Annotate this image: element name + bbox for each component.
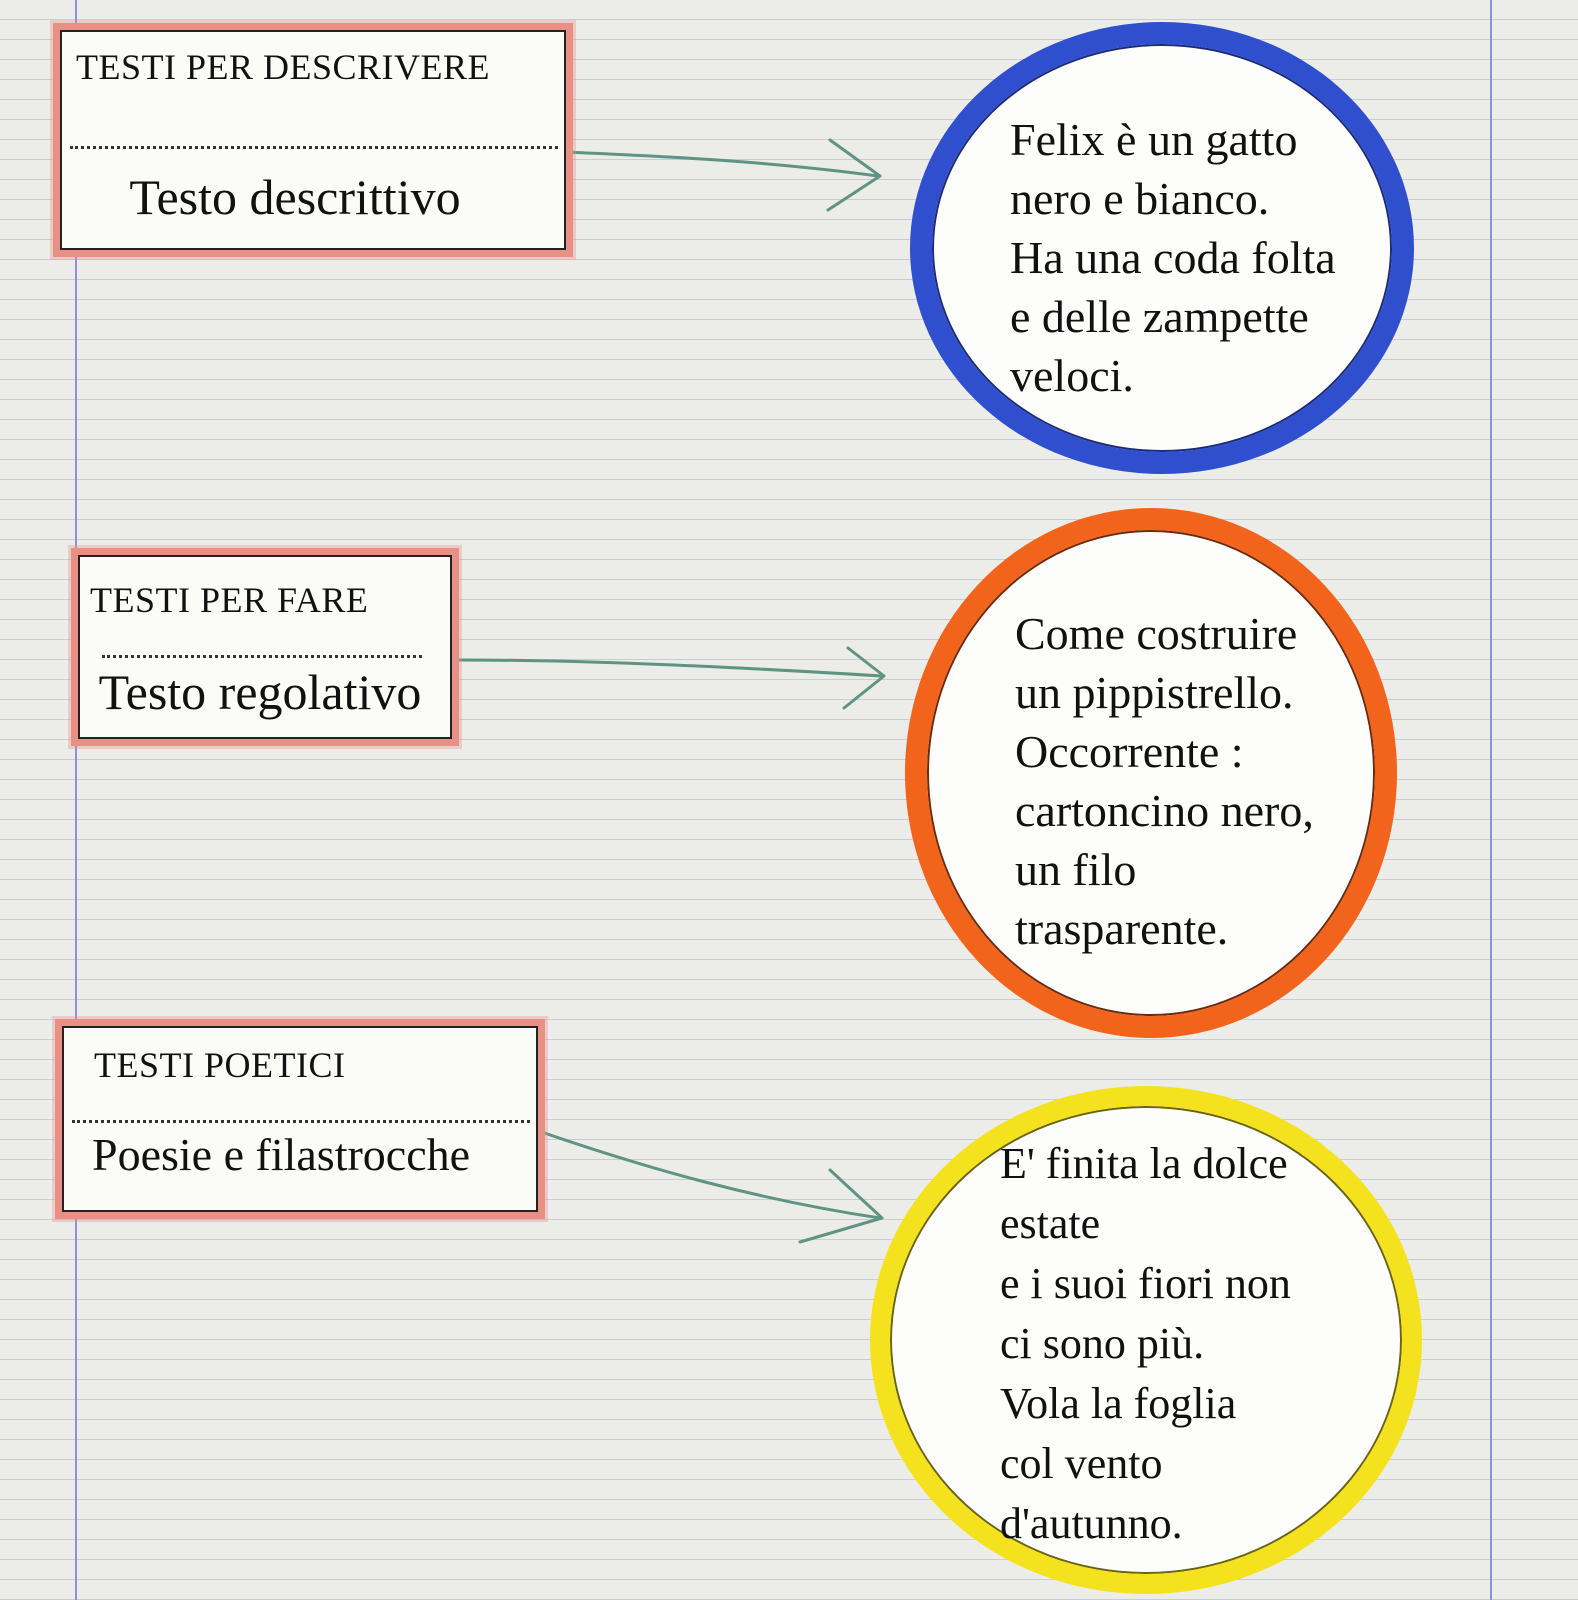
example-line: un pippistrello. xyxy=(1015,667,1294,718)
example-line: Occorrente : xyxy=(1015,726,1244,777)
example-line: Come costruire xyxy=(1015,608,1298,659)
example-line: E' finita la dolce xyxy=(1000,1139,1288,1188)
example-line: veloci. xyxy=(1010,350,1134,401)
text-type-label: Testo descrittivo xyxy=(129,169,461,225)
category-heading: TESTI PER DESCRIVERE xyxy=(76,47,491,87)
example-circle-blue: Felix è un gatto nero e bianco. Ha una c… xyxy=(910,22,1414,474)
example-line: e i suoi fiori non xyxy=(1000,1259,1291,1308)
category-heading: TESTI PER FARE xyxy=(90,580,369,620)
arrow-regolativo xyxy=(458,658,884,678)
example-line: d'autunno. xyxy=(1000,1499,1183,1548)
right-margin-line xyxy=(1490,0,1492,1600)
arrow-poetico xyxy=(528,1126,882,1220)
example-text: E' finita la dolce estate e i suoi fiori… xyxy=(1000,1134,1291,1554)
dotted-divider xyxy=(102,655,422,658)
example-line: ci sono più. xyxy=(1000,1319,1205,1368)
example-line: estate xyxy=(1000,1199,1101,1248)
example-circle-orange: Come costruire un pippistrello. Occorren… xyxy=(905,508,1397,1038)
text-type-label: Testo regolativo xyxy=(98,664,422,720)
text-type-label: Poesie e filastrocche xyxy=(92,1129,471,1180)
example-line: cartoncino nero, xyxy=(1015,785,1314,836)
dotted-divider xyxy=(72,1120,530,1123)
example-text: Felix è un gatto nero e bianco. Ha una c… xyxy=(1010,110,1336,405)
left-margin-line xyxy=(75,0,77,1600)
arrowhead-regolativo xyxy=(842,646,886,710)
category-card-poetici: TESTI POETICI Poesie e filastrocche xyxy=(62,1026,538,1212)
category-card-fare: TESTI PER FARE Testo regolativo xyxy=(78,555,452,739)
example-line: trasparente. xyxy=(1015,903,1229,954)
arrow-descrittivo xyxy=(564,150,880,178)
example-text: Come costruire un pippistrello. Occorren… xyxy=(1015,604,1314,958)
category-heading: TESTI POETICI xyxy=(94,1045,346,1085)
arrowhead-descrittivo xyxy=(826,138,882,212)
category-card-descrivere: TESTI PER DESCRIVERE Testo descrittivo xyxy=(60,30,566,250)
example-circle-yellow: E' finita la dolce estate e i suoi fiori… xyxy=(870,1086,1422,1594)
example-line: col vento xyxy=(1000,1439,1163,1488)
example-line: Vola la foglia xyxy=(1000,1379,1237,1428)
example-line: un filo xyxy=(1015,844,1137,895)
dotted-divider xyxy=(70,146,558,149)
example-line: e delle zampette xyxy=(1010,291,1309,342)
example-line: nero e bianco. xyxy=(1010,173,1270,224)
example-line: Ha una coda folta xyxy=(1010,232,1336,283)
example-line: Felix è un gatto xyxy=(1010,114,1298,165)
arrowhead-poetico xyxy=(798,1168,884,1244)
